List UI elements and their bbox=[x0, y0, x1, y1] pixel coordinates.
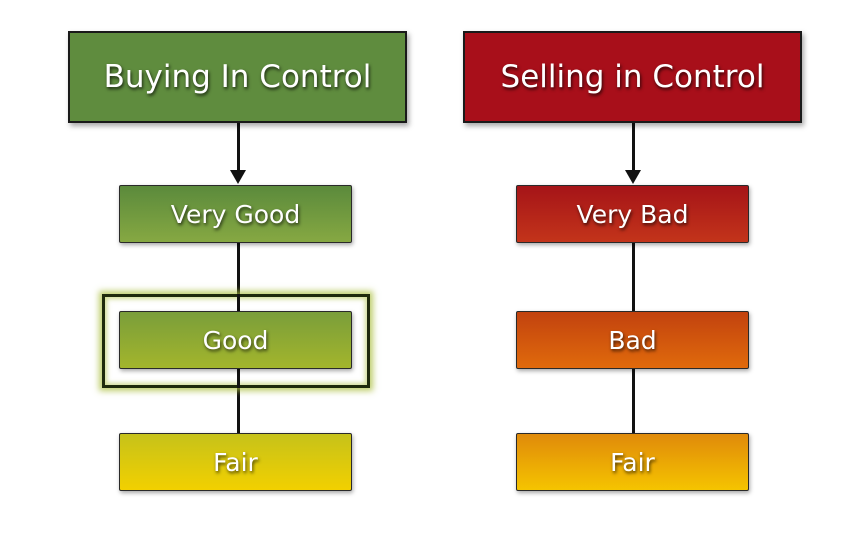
right-level-fair-label: Fair bbox=[610, 447, 655, 477]
right-level-very-bad-label: Very Bad bbox=[576, 199, 689, 229]
left-level-good: Good bbox=[119, 311, 352, 369]
left-arrowhead bbox=[230, 170, 246, 184]
left-level-fair: Fair bbox=[119, 433, 352, 491]
right-header-connector bbox=[632, 122, 635, 172]
selling-in-control-header: Selling in Control bbox=[463, 31, 802, 123]
left-level-fair-label: Fair bbox=[213, 447, 258, 477]
buying-in-control-header: Buying In Control bbox=[68, 31, 407, 123]
right-level-very-bad: Very Bad bbox=[516, 185, 749, 243]
left-level-very-good-label: Very Good bbox=[170, 199, 301, 229]
buying-in-control-label: Buying In Control bbox=[103, 59, 372, 95]
right-arrowhead bbox=[625, 170, 641, 184]
left-level-very-good: Very Good bbox=[119, 185, 352, 243]
right-level-bad: Bad bbox=[516, 311, 749, 369]
selling-in-control-label: Selling in Control bbox=[500, 59, 765, 95]
left-header-connector bbox=[237, 122, 240, 172]
right-level-fair: Fair bbox=[516, 433, 749, 491]
right-level-bad-label: Bad bbox=[608, 325, 657, 355]
left-level-good-label: Good bbox=[202, 325, 269, 355]
